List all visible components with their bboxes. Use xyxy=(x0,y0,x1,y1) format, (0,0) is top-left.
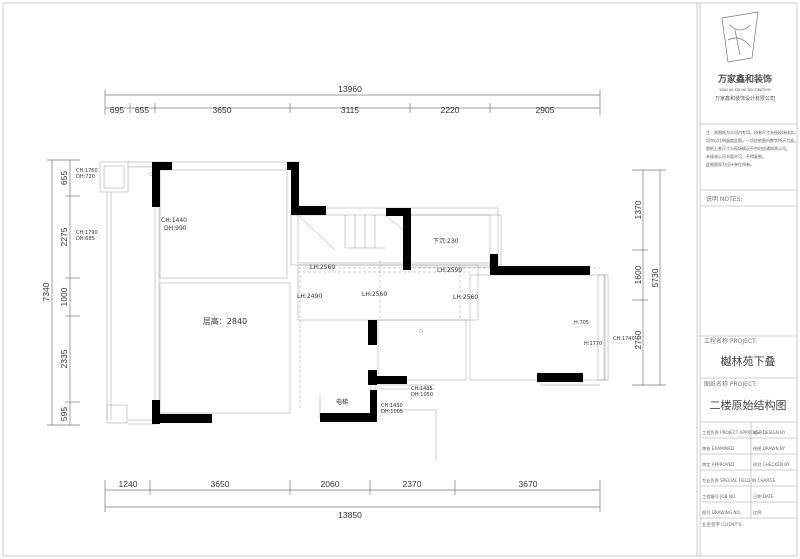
elevator-label: 电梯 xyxy=(336,398,348,406)
label-ch: CH:1760 xyxy=(76,168,98,174)
label-lh: LH:2560 xyxy=(362,291,387,298)
dim-left: 2335 xyxy=(59,349,69,368)
right-dimensions: 1370 1600 2760 5730 xyxy=(632,169,666,386)
tb-cell: 设计 DESIGN BY xyxy=(753,429,786,436)
dim-bottom: 3650 xyxy=(211,479,230,489)
tb-cell: 绘图 DRAWN BY xyxy=(753,445,786,452)
project-label: 工程名称 PROJECT: xyxy=(704,337,757,345)
tb-cell: 工程编号 JOB NO. xyxy=(702,493,736,500)
dim-top: 2905 xyxy=(536,105,555,115)
tb-cell: 工程负责 PROJECT APPROVER xyxy=(702,429,762,436)
company-full-name: 万家鑫和装饰设计有限公司 xyxy=(715,95,775,102)
label-ch: CH:1430 xyxy=(381,403,403,409)
dim-top-total: 13960 xyxy=(338,84,362,94)
tb-cell: 日期 DATE xyxy=(753,494,774,500)
label-lh: LH:2560 xyxy=(453,294,478,301)
dim-bottom: 3670 xyxy=(519,479,538,489)
drop-label: 下沉:230 xyxy=(433,237,459,245)
label-h: H:1770 xyxy=(584,341,602,347)
notes-line: 图纸上各尺寸与现场情况不符时应通知本公司。 xyxy=(706,145,790,151)
dim-left: 595 xyxy=(59,407,69,421)
label-lh: LH:2490 xyxy=(297,293,322,300)
dim-right: 1600 xyxy=(633,265,643,284)
dim-right: 1370 xyxy=(633,200,643,219)
dim-bottom: 2370 xyxy=(403,479,422,489)
label-ch: CH:1435 xyxy=(411,386,433,392)
label-lh: LH:2560 xyxy=(310,264,335,271)
dim-right-total: 5730 xyxy=(650,268,660,287)
drawing-title-label: 图纸名称 PROJECT: xyxy=(704,380,757,388)
notes-line: 切勿以比例量度此图。一切应依图内数字所示为准。 xyxy=(706,137,798,143)
bottom-dimensions: 1240 3650 2060 2370 3670 13850 xyxy=(104,479,601,520)
label-dh: DH:1005 xyxy=(381,409,403,415)
top-dimensions: 13960 695 655 3650 3115 2220 2905 xyxy=(104,84,601,115)
tb-cell: 校对 CHECKED BY xyxy=(753,461,790,468)
tb-cell: 比例 xyxy=(753,509,761,516)
dim-top: 3115 xyxy=(341,105,360,115)
client-signature-label: 业主签字 CLIENT'S xyxy=(702,521,742,528)
label-dh: DH:685 xyxy=(76,236,95,242)
dim-top: 695 xyxy=(110,105,124,115)
left-dimensions: 7340 655 2275 1000 2335 595 xyxy=(41,159,80,426)
plan-labels: CH:1760 DH:720 CH:1790 DH:685 CH:1440 DH… xyxy=(76,168,635,415)
dim-left: 1000 xyxy=(59,287,69,306)
tb-cell: 图号 DRAWING NO. xyxy=(702,510,741,516)
tb-cell: 审核 EXAMINED xyxy=(702,445,734,452)
tb-cell: 审定 APPROVED xyxy=(702,461,735,468)
notes-label: 说明 NOTES: xyxy=(706,195,742,203)
notes-line: 此图版权为设计单位所有。 xyxy=(706,161,754,167)
dim-bottom: 1240 xyxy=(119,479,138,489)
company-name: 万家鑫和装饰 xyxy=(717,73,772,85)
label-dh: DH:990 xyxy=(164,225,187,232)
dim-top: 3650 xyxy=(213,105,232,115)
project-name: 樾林苑下叠 xyxy=(721,354,776,368)
dim-bottom-total: 13850 xyxy=(338,510,362,520)
label-lh: LH:2590 xyxy=(437,267,462,274)
structural-walls xyxy=(152,162,590,424)
label-dh: DH:1050 xyxy=(411,392,433,398)
notes-line: 注：本图纸为公司内专用。所有尺寸未经现场核实， xyxy=(706,129,798,135)
title-block: 万家鑫和装饰 WAN JIA XIN HE DECORATION 万家鑫和装饰设… xyxy=(696,3,798,556)
dim-left: 655 xyxy=(59,171,69,185)
dim-left-total: 7340 xyxy=(41,282,51,301)
company-name-en: WAN JIA XIN HE DECORATION xyxy=(719,88,771,92)
tb-cell: 专业负责 SPECIAL FIELD IN CHARGE xyxy=(702,477,776,484)
company-logo xyxy=(721,11,759,63)
storey-height-label: 层高：2840 xyxy=(203,316,247,326)
label-ch: CH:1740 xyxy=(613,336,635,342)
dim-top: 655 xyxy=(135,105,149,115)
label-dh: DH:720 xyxy=(76,174,95,180)
dim-bottom: 2060 xyxy=(321,479,340,489)
dim-left: 2275 xyxy=(59,227,69,246)
drawing-name: 二楼原始结构图 xyxy=(710,398,787,412)
label-h: H:705 xyxy=(574,320,589,326)
dim-right: 2760 xyxy=(633,330,643,349)
dashed-beams xyxy=(298,260,600,410)
label-ch: CH:1790 xyxy=(76,230,98,236)
dim-top: 2220 xyxy=(441,105,460,115)
notes-line: 未经本公司书面许可，不得复制。 xyxy=(706,153,766,159)
label-ch: CH:1440 xyxy=(161,217,187,224)
